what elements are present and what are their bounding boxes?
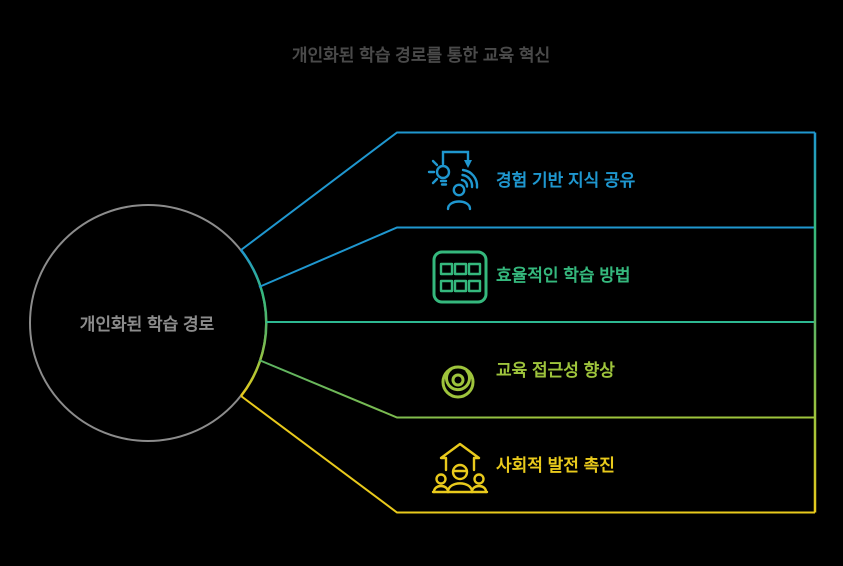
branch-line-bottom bbox=[240, 395, 815, 514]
branch-line-4 bbox=[258, 359, 815, 419]
diagram-title: 개인화된 학습 경로를 통한 교육 혁신 bbox=[292, 45, 550, 65]
branch-line-top bbox=[240, 131, 815, 251]
branch-label-2: 효율적인 학습 방법 bbox=[496, 266, 631, 285]
center-circle-colored-arc bbox=[240, 249, 268, 397]
branch-label-4: 사회적 발전 촉진 bbox=[496, 456, 615, 475]
center-circle-label: 개인화된 학습 경로 bbox=[80, 315, 215, 334]
open-lock-icon bbox=[441, 365, 475, 399]
table-grid-icon bbox=[432, 250, 488, 304]
branch-label-1: 경험 기반 지식 공유 bbox=[496, 170, 636, 190]
branch-label-3: 교육 접근성 향상 bbox=[496, 360, 615, 380]
people-growth-arrow-icon bbox=[431, 442, 489, 494]
branch-line-2 bbox=[258, 226, 815, 288]
experience-knowledge-share-icon bbox=[427, 150, 479, 211]
